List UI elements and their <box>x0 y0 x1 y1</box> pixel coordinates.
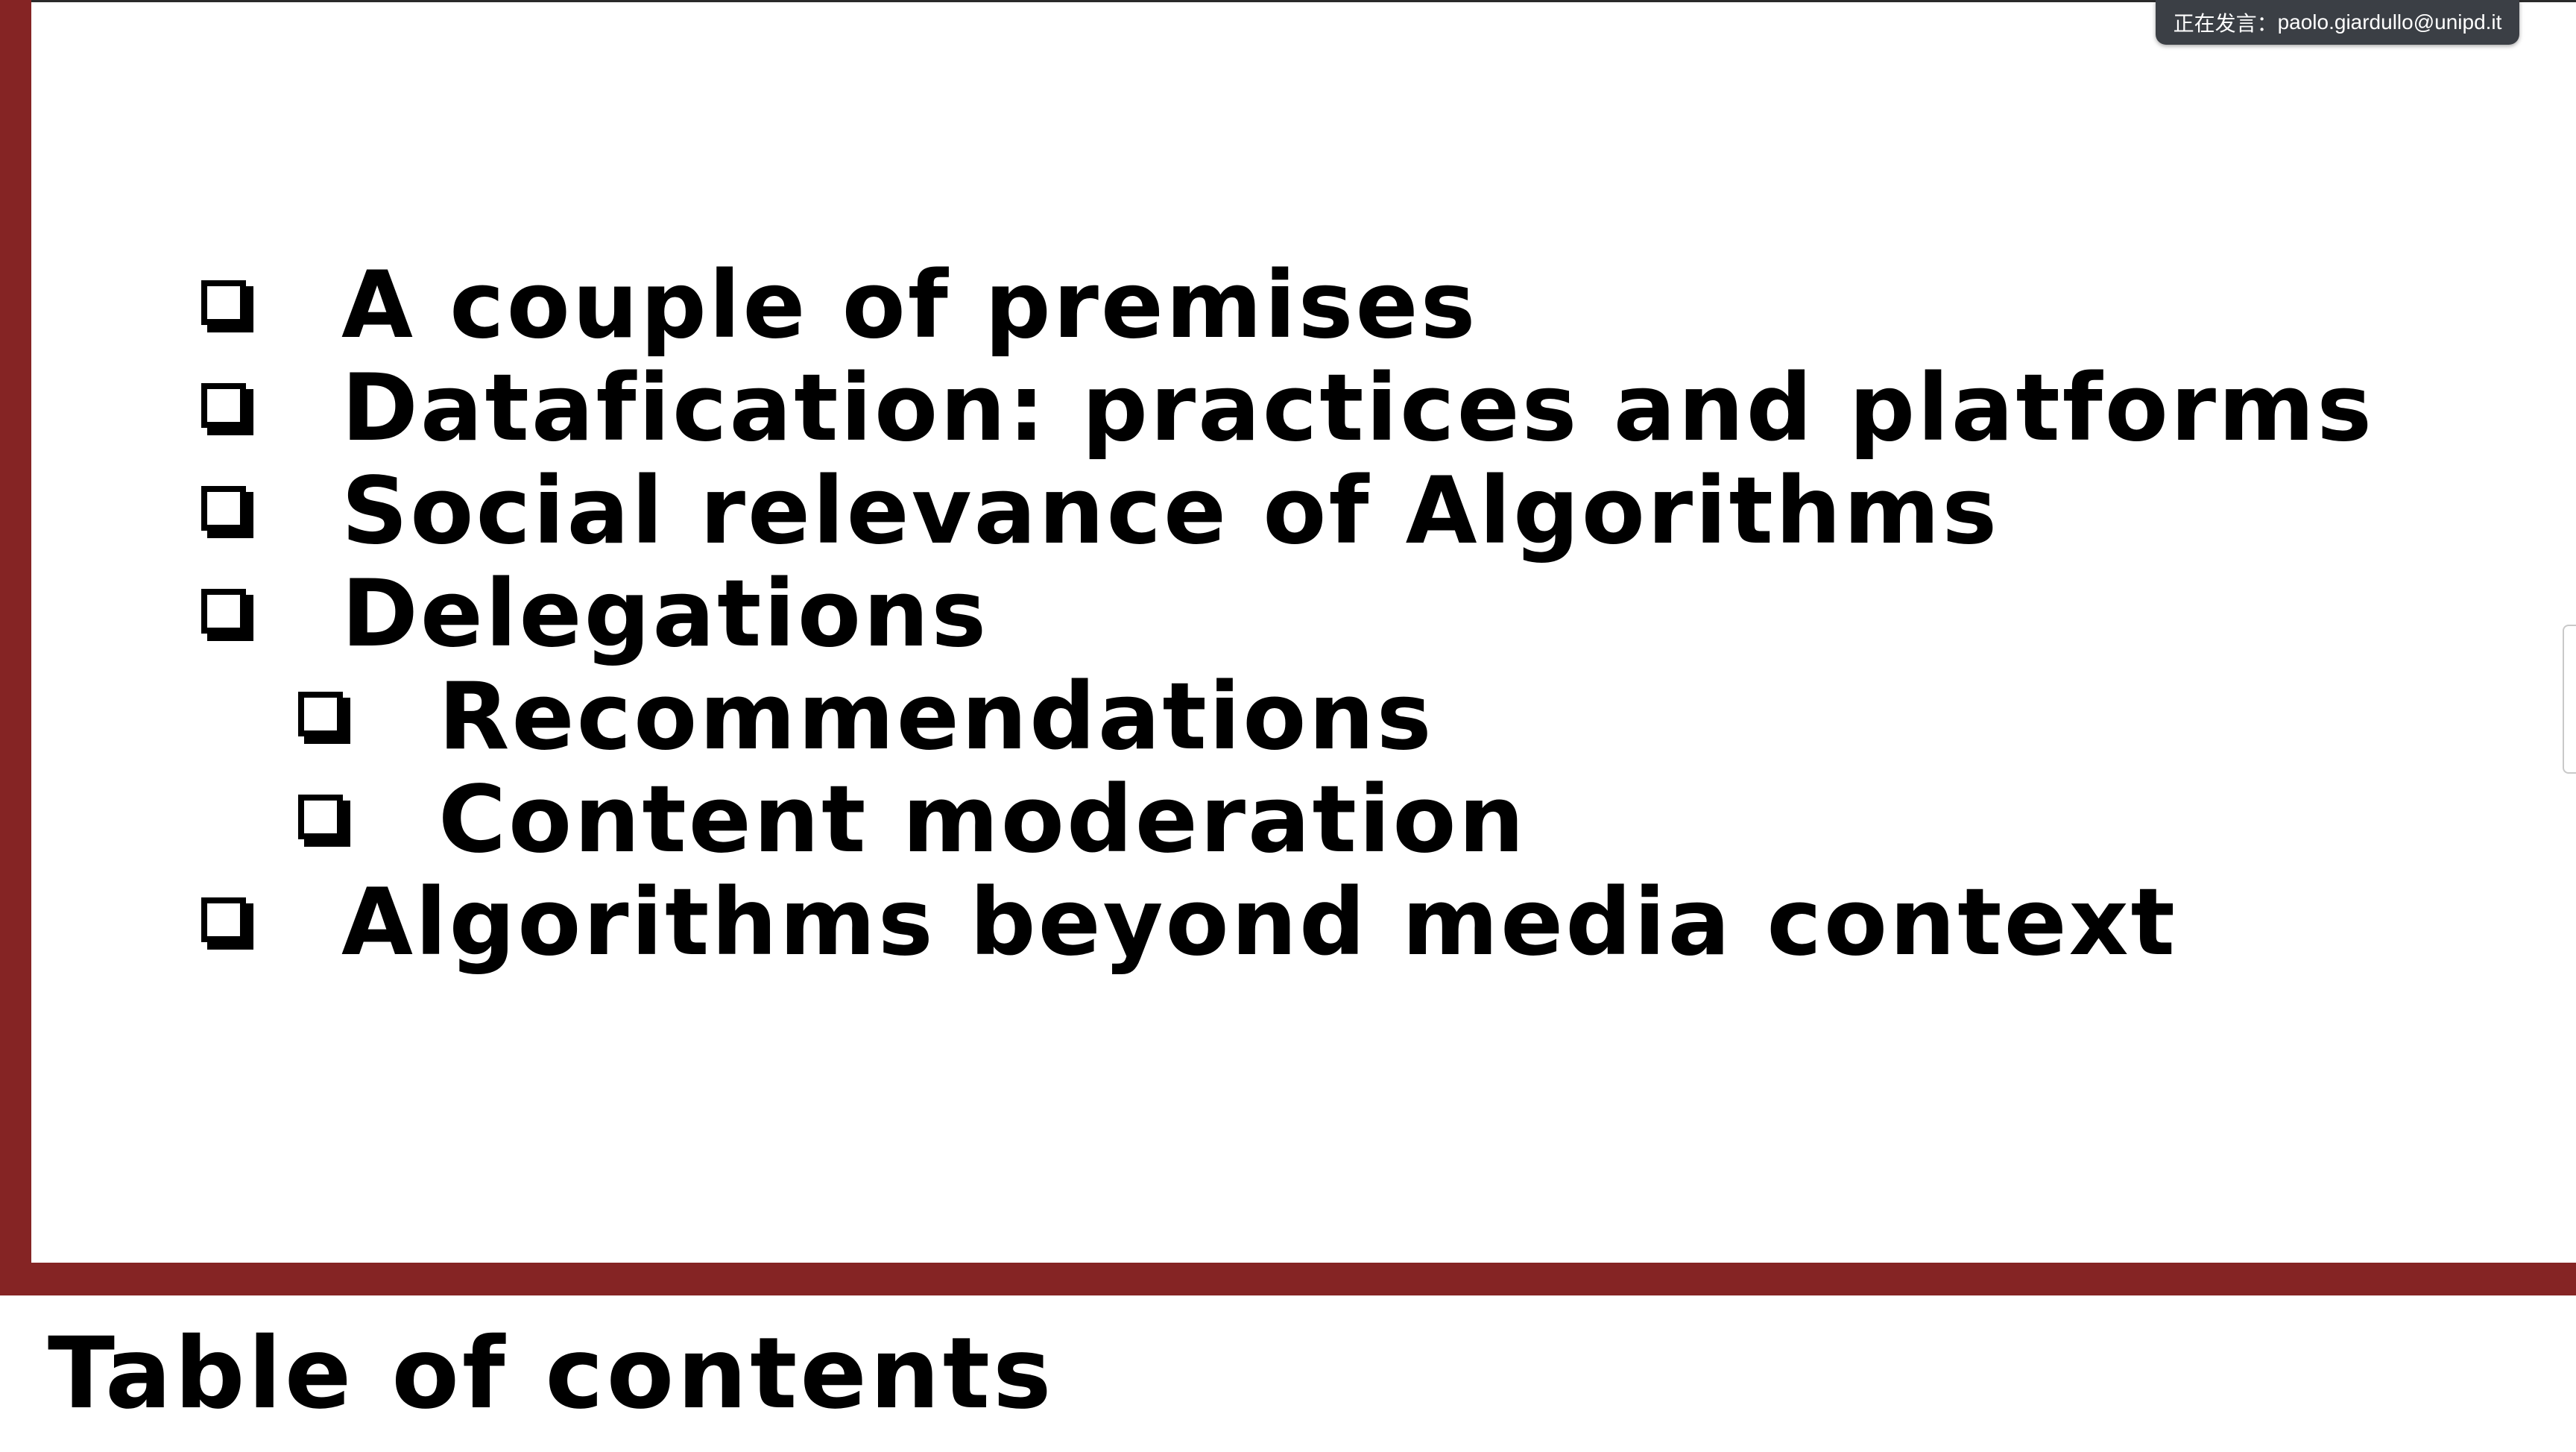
slide-frame-left <box>0 0 31 1295</box>
toc-item-beyond-media: Algorithms beyond media context <box>201 871 2177 974</box>
checkbox-icon <box>201 897 253 950</box>
slide-canvas: A couple of premises Datafication: pract… <box>31 2 2576 1263</box>
slide-frame-bottom <box>0 1263 2576 1295</box>
checkbox-icon <box>298 692 350 744</box>
speaker-label: 正在发言： <box>2173 12 2278 35</box>
toc-subitem-content-moderation: Content moderation <box>298 768 1527 871</box>
toc-item-social-relevance: Social relevance of Algorithms <box>201 460 1999 563</box>
checkbox-icon <box>201 383 253 435</box>
toc-item-label: Algorithms beyond media context <box>341 869 2177 976</box>
active-speaker-badge: 正在发言： paolo.giardullo@unipd.it <box>2156 0 2519 45</box>
slide-footer: Table of contents <box>0 1295 2576 1452</box>
side-panel-handle[interactable] <box>2563 625 2576 774</box>
toc-item-label: Recommendations <box>438 663 1434 771</box>
checkbox-icon <box>201 486 253 538</box>
toc-subitem-recommendations: Recommendations <box>298 666 1434 768</box>
checkbox-icon <box>298 795 350 847</box>
toc-item-label: Datafication: practices and platforms <box>341 355 2375 462</box>
page-title: Table of contents <box>48 1316 1055 1431</box>
toc-item-delegations: Delegations <box>201 563 988 666</box>
checkbox-icon <box>201 589 253 641</box>
toc-item-premises: A couple of premises <box>201 254 1477 357</box>
speaker-email: paolo.giardullo@unipd.it <box>2277 10 2502 34</box>
toc-item-label: Social relevance of Algorithms <box>341 458 2000 565</box>
toc-item-label: Delegations <box>341 561 989 668</box>
toc-item-label: Content moderation <box>438 766 1527 874</box>
toc-item-datafication: Datafication: practices and platforms <box>201 357 2374 460</box>
toc-item-label: A couple of premises <box>341 252 1478 359</box>
window-top-border <box>0 0 2576 2</box>
checkbox-icon <box>201 280 253 332</box>
